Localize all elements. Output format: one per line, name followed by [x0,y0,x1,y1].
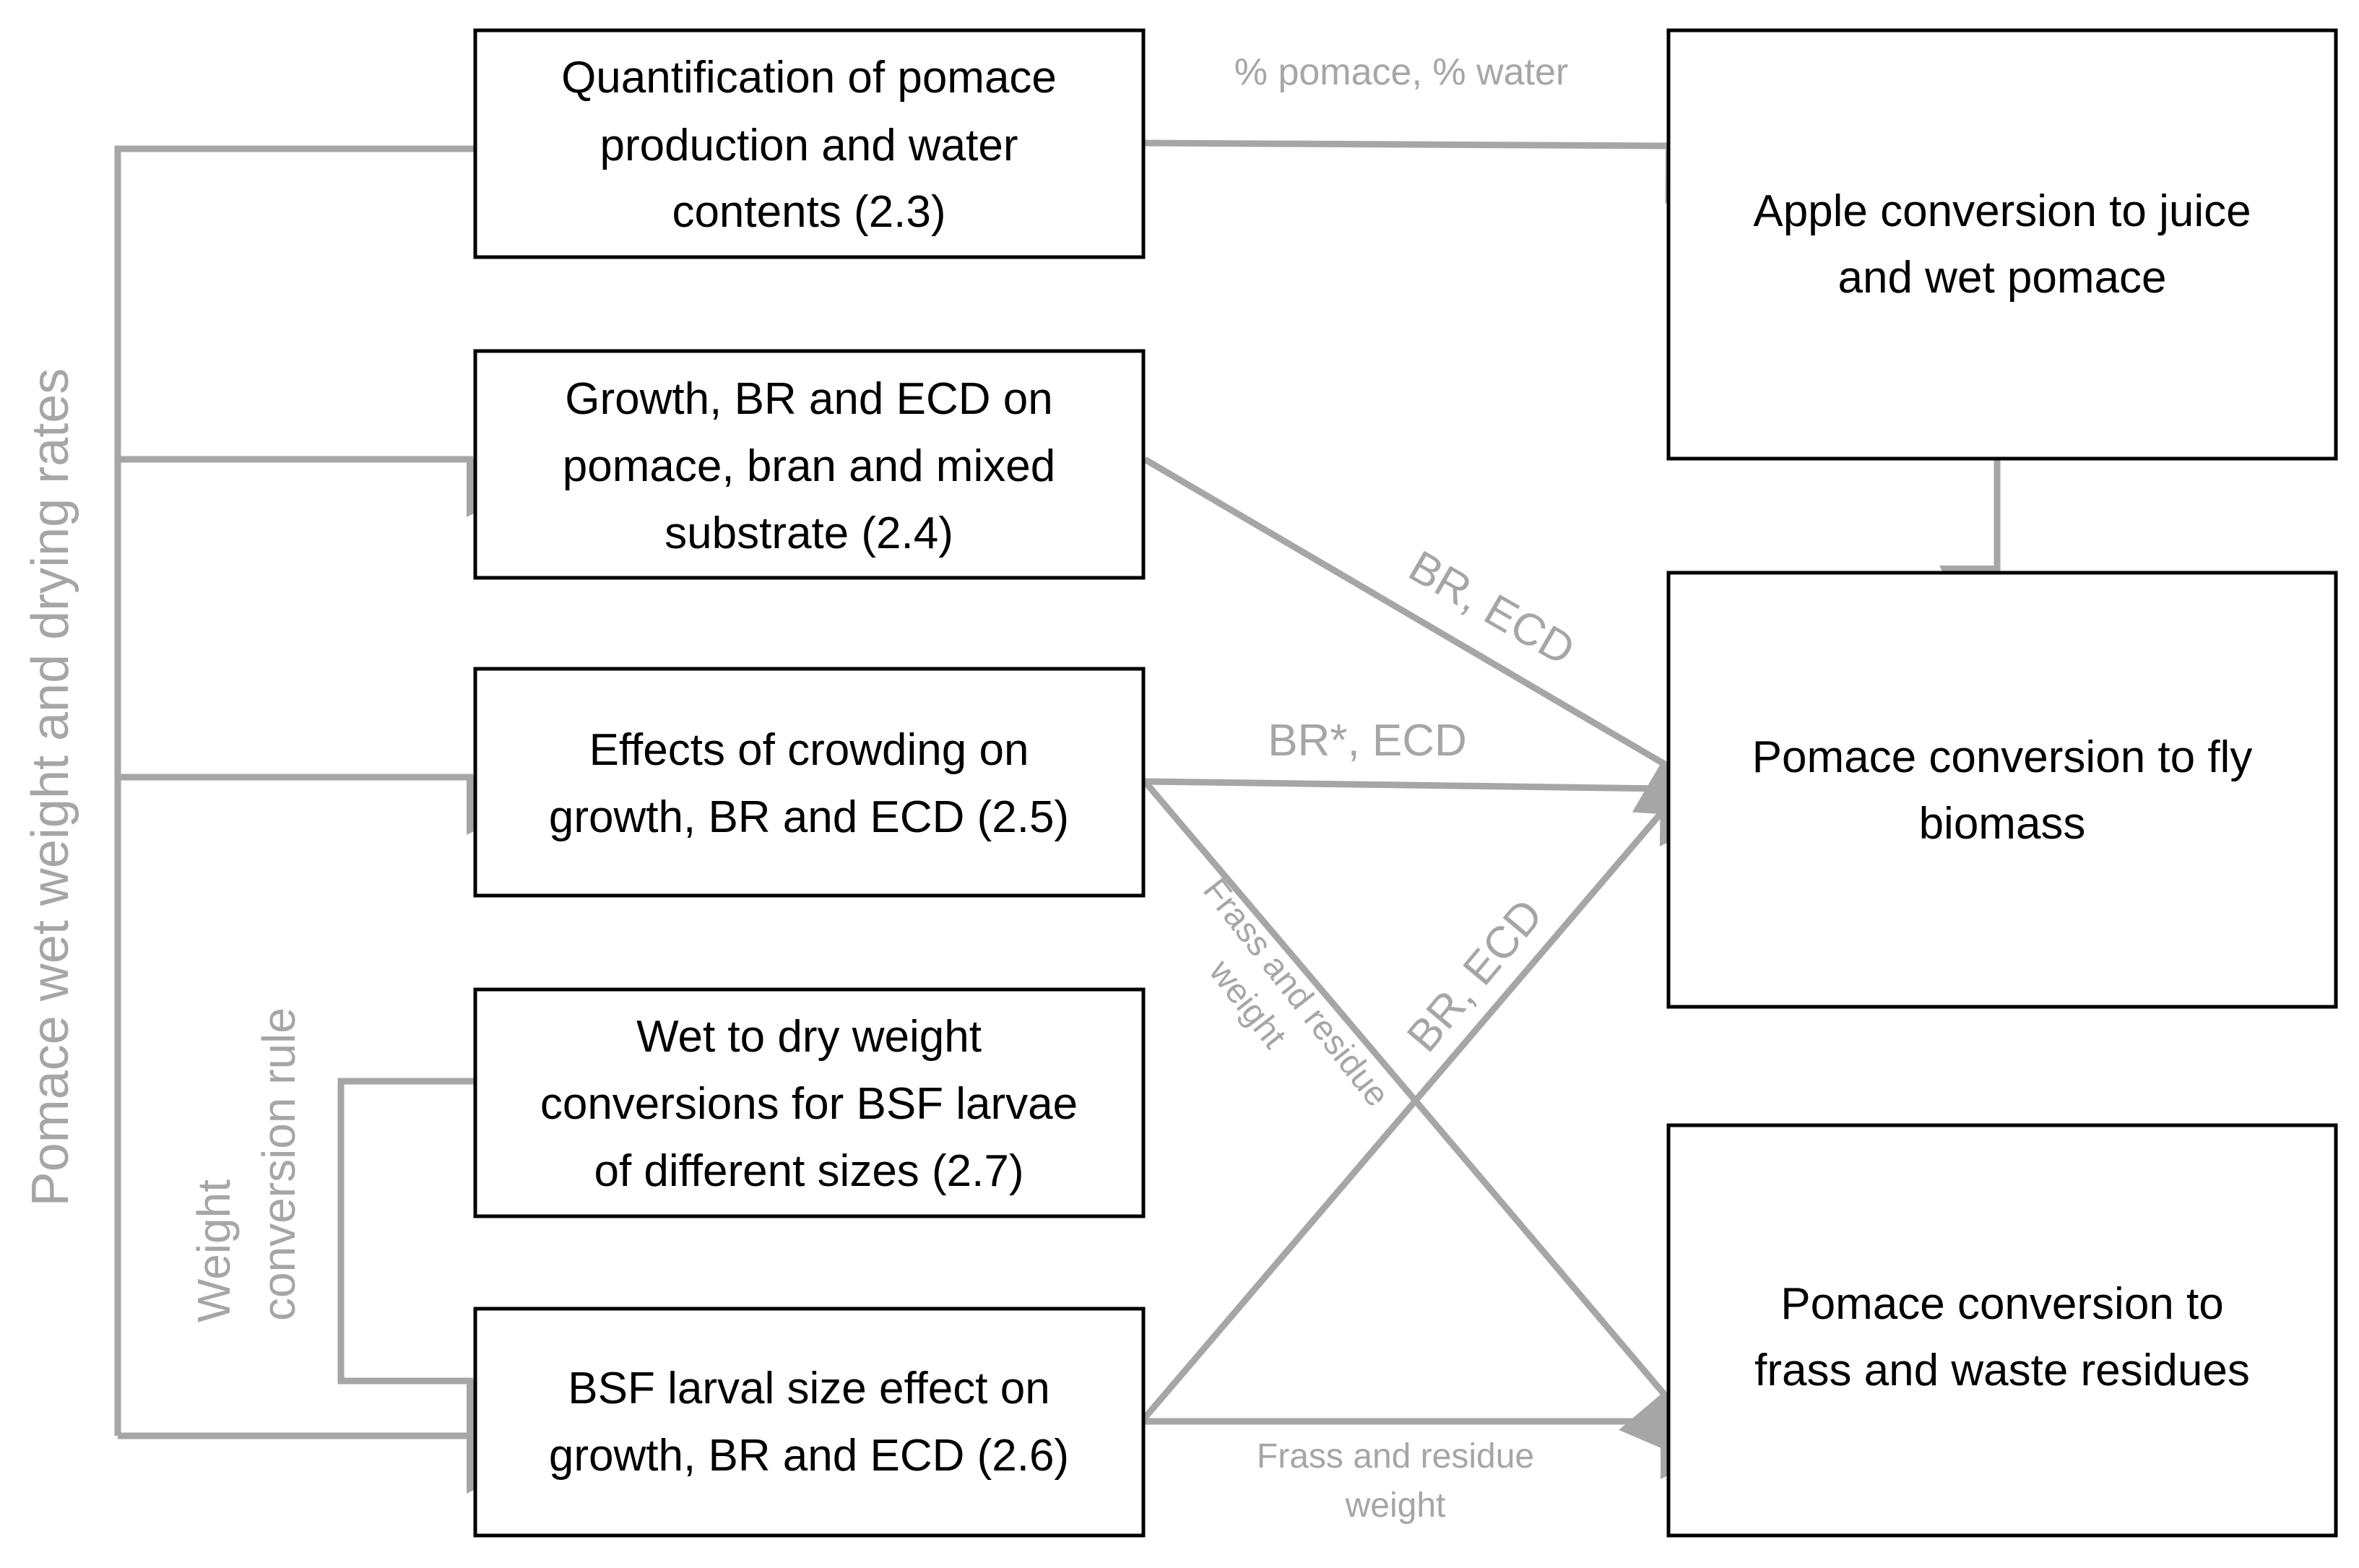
br-ecd-upper-label: BR, ECD [1401,541,1583,675]
wet-dry-line-3: of different sizes (2.7) [594,1146,1023,1196]
weight-conversion-label-line-1: Weight [188,1179,240,1322]
quantification-line-3: contents (2.3) [672,187,945,237]
pomace-wet-weight-label: Pomace wet weight and drying rates [22,368,79,1207]
quantification-line-2: production and water [600,121,1018,170]
frass-bottom-label-line-2: weight [1345,1486,1446,1525]
pomace-water-label: % pomace, % water [1234,51,1568,93]
box-texts: Quantification of pomace production and … [540,53,2252,1481]
arrow-crowding-to-fly-biomass [1144,778,1722,846]
arrow-larval-to-fly-biomass [1142,781,1723,1420]
apple-conversion-line-1: Apple conversion to juice [1753,186,2251,236]
frass-waste-line-1: Pomace conversion to [1780,1279,2223,1329]
box-quantification [473,28,1146,259]
crowding-line-1: Effects of crowding on [589,725,1029,775]
larval-size-line-1: BSF larval size effect on [568,1364,1049,1413]
fly-biomass-line-2: biomass [1919,799,2086,849]
weight-conversion-line [337,1078,528,1439]
arrow-to-apple-conversion [1144,139,1727,204]
connectors [114,139,2001,1494]
box-wet-dry [473,987,1146,1218]
box-growth-substrate [473,349,1146,580]
growth-substrate-line-1: Growth, BR and ECD on [565,374,1052,424]
box-apple-conversion [1666,28,2338,461]
wet-dry-line-2: conversions for BSF larvae [540,1079,1078,1129]
arrow-crowding-to-frass [1142,779,1682,1457]
box-frames [473,28,2338,1538]
frass-waste-line-2: frass and waste residues [1754,1346,2250,1395]
box-crowding [473,667,1146,898]
box-frass-waste [1666,1123,2338,1538]
weight-conversion-label-line-2: conversion rule [253,1008,305,1321]
box-larval-size [473,1307,1146,1538]
br-star-ecd-label: BR*, ECD [1268,716,1467,766]
wet-dry-line-1: Wet to dry weight [636,1012,982,1062]
left-bracket-line [114,145,475,1436]
frass-bottom-label-line-1: Frass and residue [1257,1437,1534,1476]
quantification-line-1: Quantification of pomace [561,53,1057,103]
larval-size-line-2: growth, BR and ECD (2.6) [549,1431,1069,1481]
growth-substrate-line-2: pomace, bran and mixed [563,441,1055,491]
crowding-line-2: growth, BR and ECD (2.5) [549,792,1069,842]
growth-substrate-line-3: substrate (2.4) [665,508,953,558]
box-fly-biomass [1666,571,2338,1009]
arrow-growth-to-fly-biomass [1143,456,1701,817]
apple-conversion-line-2: and wet pomace [1838,253,2167,303]
fly-biomass-line-1: Pomace conversion to fly [1752,732,2253,782]
